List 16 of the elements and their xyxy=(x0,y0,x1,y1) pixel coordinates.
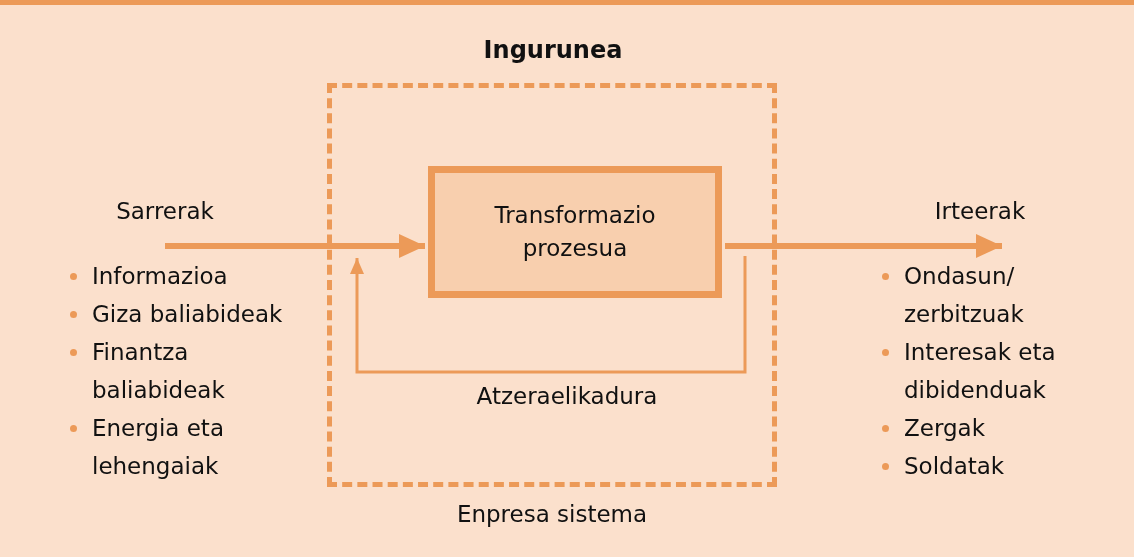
arrow xyxy=(725,234,1002,258)
flow-label: Irteerak xyxy=(930,198,1030,224)
arrow xyxy=(350,256,747,374)
boundary-label: Enpresa sistema xyxy=(455,501,649,527)
list-item: Finantza baliabideak xyxy=(92,339,225,403)
list-item: Ondasun/ zerbitzuak xyxy=(904,263,1024,327)
list-item: Soldatak xyxy=(904,453,1005,479)
list-item: Energia eta lehengaiak xyxy=(92,415,224,479)
process-box: Transformazio prozesua xyxy=(428,166,722,298)
list-item: Interesak eta dibidenduak xyxy=(904,339,1056,403)
flow-label: Sarrerak xyxy=(100,198,230,224)
arrow xyxy=(165,234,425,258)
list-item: Giza baliabideak xyxy=(92,301,283,327)
list-item: Informazioa xyxy=(92,263,228,289)
list-item: Zergak xyxy=(904,415,985,441)
title: Ingurunea xyxy=(482,36,624,64)
